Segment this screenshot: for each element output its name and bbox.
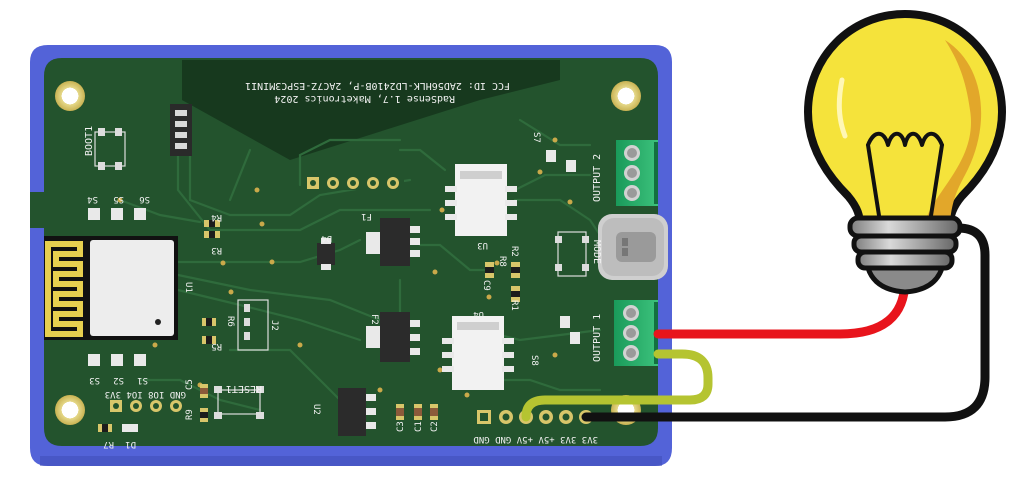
board-title: FCC ID: 2AD56HLK-LD2410B-P, 2AC7Z-ESPC3M… <box>245 80 510 104</box>
capacitors-c1-c3: C3 C1 C2 <box>396 404 440 432</box>
label-r1: R1 <box>509 300 519 311</box>
label-r4: R4 <box>211 212 222 222</box>
terminal-output-2: OUTPUT 2 <box>592 140 658 206</box>
bulb-filament <box>866 131 944 224</box>
label-r2: R2 <box>509 246 519 257</box>
mounting-hole-bl <box>55 395 85 425</box>
label-d1: D1 <box>125 439 136 449</box>
label-s1: S1 <box>137 375 148 385</box>
label-output2: OUTPUT 2 <box>592 154 603 202</box>
terminal-output-1: OUTPUT 1 <box>592 300 658 366</box>
label-u4: U4 <box>473 309 484 319</box>
bulb-base <box>847 215 963 295</box>
label-u1: U1 <box>183 282 193 293</box>
label-mode: MODE <box>591 240 602 264</box>
label-c9: C9 <box>481 280 491 291</box>
version-text: RadSense 1.7, Maketronics 2024 <box>274 93 455 104</box>
label-c1: C1 <box>414 421 424 432</box>
resistors-r3-r4: R4 R3 <box>204 212 222 255</box>
label-s4: S4 <box>87 194 98 204</box>
led-s7: S7 <box>531 132 576 172</box>
label-r6: R6 <box>225 316 235 327</box>
label-s5: S5 <box>113 194 124 204</box>
led-group-bottom: S3 S2 S1 <box>88 354 148 385</box>
label-s3: S3 <box>89 375 100 385</box>
fuse-f2: F2 <box>366 312 420 362</box>
label-s7: S7 <box>531 132 541 143</box>
label-output1: OUTPUT 1 <box>592 314 603 362</box>
reset-button: RESET1 <box>214 383 264 419</box>
label-r9: R9 <box>185 409 195 420</box>
label-d4: D4 <box>321 233 332 243</box>
connector-j2: J2 <box>237 299 279 351</box>
relay-u4: U4 <box>442 309 514 390</box>
parts-r7-d1: R7 D1 <box>98 424 138 449</box>
esp-module-u1: U1 <box>44 236 193 340</box>
wire-green <box>521 349 713 422</box>
wire-red <box>653 265 910 339</box>
label-c3: C3 <box>396 421 406 432</box>
label-reset1: RESET1 <box>226 383 262 394</box>
label-c2: C2 <box>430 421 440 432</box>
boot-button: BOOT1 <box>84 126 126 170</box>
light-bulb <box>804 10 1006 295</box>
pcb-soldermask <box>44 58 658 446</box>
mounting-hole-tr <box>611 81 641 111</box>
led-s8: S8 <box>529 316 580 366</box>
label-s6: S6 <box>139 194 150 204</box>
label-j2: J2 <box>269 320 279 331</box>
label-r8: R8 <box>497 256 507 267</box>
label-f2: F2 <box>369 314 379 325</box>
mounting-hole-tl <box>55 81 85 111</box>
label-u3: U3 <box>477 240 488 250</box>
led-group-top: S4 S5 S6 <box>87 194 150 220</box>
label-c5: C5 <box>185 379 195 390</box>
label-s2: S2 <box>113 375 124 385</box>
label-r7: R7 <box>103 439 114 449</box>
diode-d4: D4 <box>317 233 335 270</box>
label-left-header: GND IO8 IO4 3V3 <box>105 389 186 399</box>
parts-c5-r9: C5 R9 <box>185 379 208 422</box>
label-s8: S8 <box>529 355 539 366</box>
pin-header-top <box>170 104 192 156</box>
usb-c-port <box>598 214 668 280</box>
label-r5: R5 <box>211 341 222 351</box>
label-bottom-header: 3V3 3V3 +5V +5V GND GND <box>473 434 598 444</box>
mode-button: MODE <box>555 231 602 277</box>
resistors-r5-r6: R6 R5 <box>202 316 235 351</box>
label-f1: F1 <box>361 211 372 221</box>
label-u2: U2 <box>311 404 321 415</box>
pin-header-left: GND IO8 IO4 3V3 <box>105 389 186 412</box>
relay-u3: U3 <box>445 164 517 250</box>
fcc-id-text: FCC ID: 2AD56HLK-LD2410B-P, 2AC7Z-ESPC3M… <box>245 80 510 91</box>
ground-pour <box>182 60 560 160</box>
label-r3: R3 <box>211 245 222 255</box>
resistors-r1-r2-r8: R8 R2 R1 C9 <box>481 246 520 311</box>
pin-header-middle <box>306 176 404 190</box>
regulator-u2: U2 <box>311 388 376 436</box>
wire-black <box>581 223 990 422</box>
label-boot1: BOOT1 <box>84 126 95 156</box>
fuse-f1: F1 <box>361 211 420 266</box>
